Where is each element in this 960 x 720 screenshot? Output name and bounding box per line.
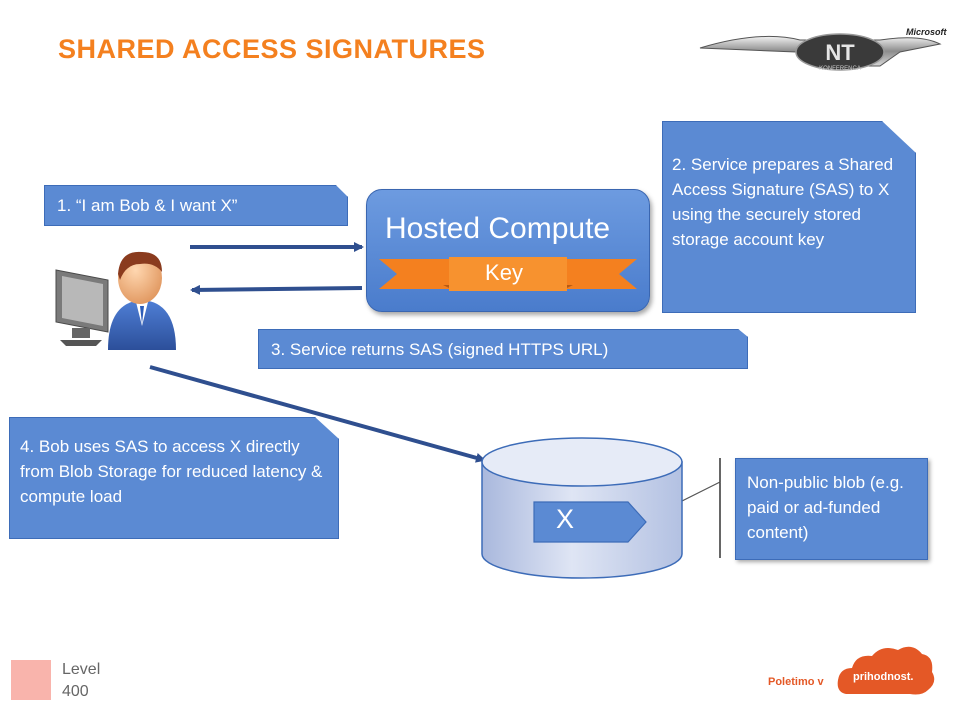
level-label: Level [62, 661, 101, 678]
hosted-compute-title: Hosted Compute [385, 212, 611, 245]
blob-x-shape [533, 501, 647, 543]
step4-callout: 4. Bob uses SAS to access X directly fro… [9, 417, 339, 539]
access-arrow [149, 365, 486, 463]
step3-callout: 3. Service returns SAS (signed HTTPS URL… [258, 329, 748, 369]
logo-brand: NT [825, 40, 855, 65]
non-public-blob-note: Non-public blob (e.g. paid or ad-funded … [735, 458, 928, 560]
level-value: 400 [62, 683, 89, 700]
microsoft-wordmark: Microsoft [906, 27, 947, 37]
slide-title: SHARED ACCESS SIGNATURES [58, 34, 486, 64]
key-label: Key [485, 260, 523, 285]
slogan-highlight: prihodnost. [853, 671, 914, 683]
hosted-compute-box: Hosted Compute Key [366, 189, 650, 312]
step2-callout: 2. Service prepares a Shared Access Sign… [662, 121, 916, 313]
nt-konferenca-logo: NT KONFERENCA [699, 33, 942, 72]
user-computer-icon [55, 251, 176, 350]
key-ribbon-banner [379, 257, 637, 291]
response-arrow [190, 284, 363, 295]
blob-x-label: X [556, 504, 575, 534]
level-indicator-box [11, 660, 51, 700]
level-indicator: Level 400 [62, 659, 100, 703]
step1-callout: 1. “I am Bob & I want X” [44, 185, 348, 226]
slogan-prefix: Poletimo v [768, 676, 824, 688]
logo-subtext: KONFERENCA [819, 66, 861, 72]
